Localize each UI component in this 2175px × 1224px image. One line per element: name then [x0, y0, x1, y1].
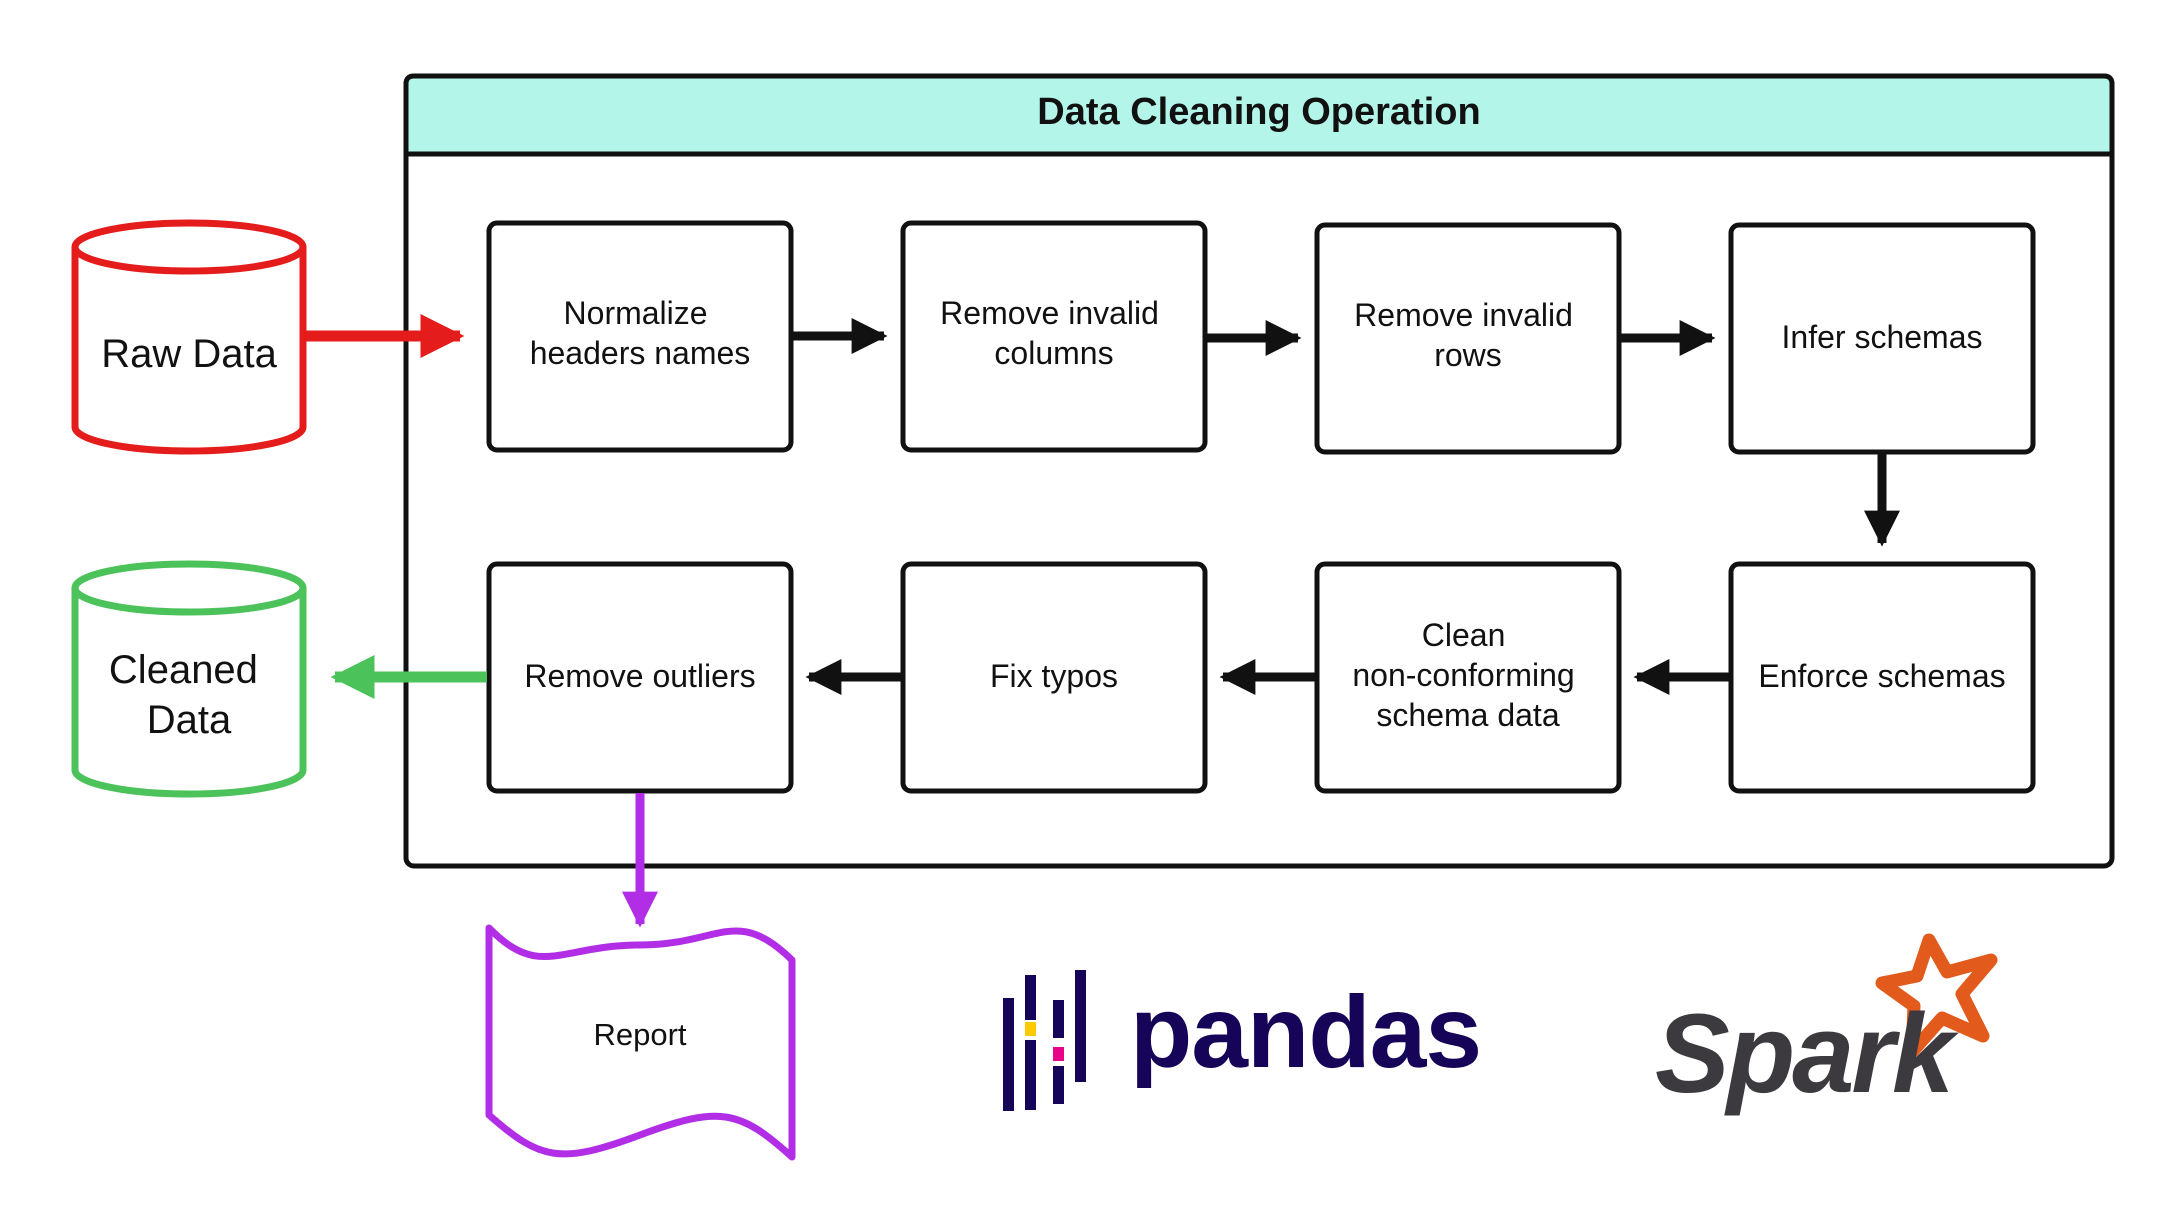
step-normalize-box	[486, 220, 794, 453]
step-clean-non-conforming-label: Clean non-conforming schema data	[1352, 617, 1583, 733]
step-remove-invalid-columns: Remove invalid columns	[900, 220, 1208, 453]
step-fix-typos-box	[900, 561, 1208, 794]
step-remove-invalid-rows-box	[1314, 222, 1622, 455]
step-normalize-label: Normalize headers names	[530, 295, 751, 371]
step-enforce-schemas-label: Enforce schemas	[1758, 658, 2005, 694]
step-normalize: Normalize headers names	[486, 220, 794, 453]
cleaned-data-label-line-2: Data	[147, 698, 232, 742]
spark-logo: Spark	[1655, 933, 1998, 1116]
step-clean-non-conforming-label-line-3: schema data	[1376, 697, 1559, 733]
step-remove-invalid-rows-label-line-2: rows	[1434, 337, 1502, 373]
spark-wordmark: Spark	[1655, 991, 1959, 1116]
step-enforce-schemas-box	[1728, 561, 2036, 794]
step-clean-non-conforming-box	[1314, 561, 1622, 794]
step-infer-schemas: Infer schemas	[1728, 222, 2036, 455]
step-remove-outliers-label: Remove outliers	[524, 658, 755, 694]
raw-data-cylinder-body	[71, 247, 307, 455]
spark-star-icon	[1875, 933, 1998, 1059]
pipeline-title: Data Cleaning Operation	[1037, 91, 1480, 133]
step-remove-invalid-rows: Remove invalid rows	[1314, 222, 1622, 455]
report-label: Report	[593, 1017, 686, 1052]
raw-data-cylinder-top	[71, 219, 307, 275]
step-fix-typos-label: Fix typos	[990, 658, 1118, 694]
step-clean-non-conforming-label-line-1: Clean	[1422, 617, 1506, 653]
raw-data-label: Raw Data	[101, 332, 277, 376]
cleaned-data-cylinder: Cleaned Data	[71, 560, 307, 798]
raw-data-cylinder: Raw Data	[71, 219, 307, 455]
cleaned-data-cylinder-top	[71, 560, 307, 616]
report-document: Report	[485, 924, 796, 1161]
step-remove-invalid-columns-box	[900, 220, 1208, 453]
step-infer-schemas-box	[1728, 222, 2036, 455]
step-remove-invalid-columns-label-line-1: Remove invalid	[940, 295, 1159, 331]
step-remove-invalid-columns-label: Remove invalid columns	[940, 295, 1168, 371]
step-remove-invalid-rows-label: Remove invalid rows	[1354, 297, 1582, 373]
pandas-logo: pandas	[1003, 970, 1482, 1111]
step-remove-outliers-box	[486, 561, 794, 794]
report-document-shape	[485, 924, 796, 1161]
cleaned-data-label: Cleaned Data	[109, 648, 269, 742]
step-fix-typos: Fix typos	[900, 561, 1208, 794]
flow-arrows	[305, 314, 1900, 928]
step-remove-outliers: Remove outliers	[486, 561, 794, 794]
step-remove-invalid-rows-label-line-1: Remove invalid	[1354, 297, 1573, 333]
step-normalize-label-line-1: Normalize	[564, 295, 708, 331]
step-clean-non-conforming: Clean non-conforming schema data	[1314, 561, 1622, 794]
cleaned-data-label-line-1: Cleaned	[109, 648, 258, 692]
step-remove-invalid-columns-label-line-2: columns	[994, 335, 1113, 371]
pandas-wordmark: pandas	[1130, 975, 1481, 1089]
step-normalize-label-line-2: headers names	[530, 335, 751, 371]
step-clean-non-conforming-label-line-2: non-conforming	[1352, 657, 1574, 693]
pipeline-header	[403, 73, 2115, 157]
step-enforce-schemas: Enforce schemas	[1728, 561, 2036, 794]
step-infer-schemas-label: Infer schemas	[1782, 319, 1983, 355]
pandas-logo-icon	[1003, 970, 1086, 1111]
cleaned-data-cylinder-body	[71, 588, 307, 798]
